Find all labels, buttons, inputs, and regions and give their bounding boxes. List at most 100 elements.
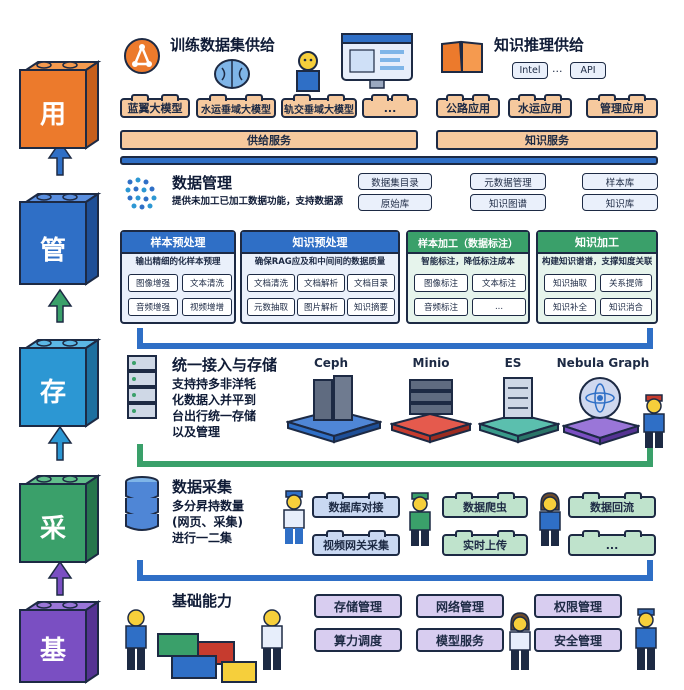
stack-block-collect: 采	[16, 470, 102, 566]
panel-sample-process-desc: 智能标注，降低标注成本	[421, 257, 515, 267]
storage-desc-line-2: 化数据入并平到	[172, 393, 257, 407]
cell-doc-clean: 文档清洗	[247, 274, 295, 292]
supply-item-guijiao: 轨交垂域大模型	[281, 94, 357, 118]
panel-knowledge-process-title: 知识加工	[538, 232, 656, 254]
tag-raw-lib: 原始库	[358, 194, 432, 211]
base-security-mgmt: 安全管理	[534, 628, 622, 652]
panel-knowledge-process: 知识加工 构建知识谱谱，支撑知度关联 知识抽取 关系提筛 知识补全 知识消合	[536, 230, 658, 324]
up-arrow-icon	[47, 425, 73, 461]
storage-title: 统一接入与存储	[172, 356, 278, 374]
base-storage-mgmt: 存储管理	[314, 594, 402, 618]
tag-knowledge-graph: 知识图谱	[470, 194, 546, 211]
brain-icon	[212, 56, 252, 92]
storage-label-minio: Minio	[412, 356, 450, 370]
stack-label-store: 存	[39, 378, 66, 408]
knowledge-service-bar: 知识服务	[436, 130, 658, 150]
cell-knowledge-summary: 知识摘要	[347, 298, 395, 316]
stack-label-collect: 采	[39, 514, 66, 544]
collect-data-backflow: 数据回流	[568, 492, 656, 518]
stack-connectors	[47, 140, 73, 596]
base-title: 基础能力	[172, 592, 233, 610]
api-ellipsis: ...	[552, 62, 563, 75]
supply-item-lanyi: 蓝翼大模型	[120, 94, 190, 118]
nebula-graph-icon	[560, 374, 642, 446]
dots-globe-icon	[122, 174, 162, 212]
cell-audio-enhance: 音频增强	[128, 298, 178, 316]
lego-worker-icon	[406, 492, 434, 548]
panel-sample-process-title: 样本加工（数据标注）	[408, 232, 528, 254]
knowledge-supply-title: 知识推理供给	[494, 36, 585, 54]
up-arrow-icon	[47, 288, 73, 323]
network-icon	[124, 38, 160, 74]
stack-label-manage: 管	[39, 236, 66, 266]
storage-collection-connector	[137, 444, 653, 467]
cell-meta-extract: 元数抽取	[247, 298, 295, 316]
tag-knowledge-lib: 知识库	[582, 194, 658, 211]
cell-video-enhance: 视频增增	[182, 298, 232, 316]
collect-crawler: 数据爬虫	[442, 492, 528, 518]
management-desc: 提供未加工已加工数据功能，支持数据源	[172, 196, 344, 207]
stack-block-use: 用	[16, 56, 102, 152]
ceph-server-icon	[284, 374, 384, 444]
tag-metadata: 元数据管理	[470, 173, 546, 190]
storage-desc-line-3: 台出行统一存储	[172, 409, 257, 423]
storage-label-es: ES	[504, 356, 522, 370]
stack-label-base: 基	[39, 636, 66, 666]
cell-knowledge-merge: 知识消合	[600, 298, 652, 316]
up-arrow-icon	[47, 140, 73, 176]
base-permission-mgmt: 权限管理	[534, 594, 622, 618]
storage-desc-line-4: 以及管理	[172, 425, 221, 439]
cell-image-parse: 图片解析	[297, 298, 345, 316]
lego-worker-icon	[506, 612, 534, 672]
monitor-icon	[340, 32, 414, 90]
base-network-mgmt: 网络管理	[416, 594, 504, 618]
es-server-icon	[476, 374, 562, 444]
minio-server-icon	[388, 374, 474, 444]
stack-block-base: 基	[16, 596, 102, 686]
training-supply-title: 训练数据集供给	[170, 36, 276, 54]
cell-knowledge-complete: 知识补全	[544, 298, 596, 316]
panel-sample-preprocess: 样本预处理 输出精细的化样本预理 图像增强 文本清洗 音频增强 视频增增	[120, 230, 236, 324]
lego-worker-icon	[290, 50, 326, 94]
storage-desc-line-1: 支持持多非洋牦	[172, 377, 257, 391]
tag-dataset-catalog: 数据集目录	[358, 173, 432, 190]
collect-more: ...	[568, 530, 656, 556]
lego-worker-icon	[536, 492, 564, 548]
cell-text-clean: 文本清洗	[182, 274, 232, 292]
panel-knowledge-preprocess: 知识预处理 确保RAG应及和中间间的数据质量 文档清洗 文档解析 文档目录 元数…	[240, 230, 400, 324]
cell-text-label: 文本标注	[472, 274, 526, 292]
collection-desc-line-3: 进行一二集	[172, 531, 233, 545]
cell-image-enhance: 图像增强	[128, 274, 178, 292]
tag-sample-lib: 样本库	[582, 173, 658, 190]
supply-item-more: ...	[362, 94, 418, 118]
cell-image-label: 图像标注	[414, 274, 468, 292]
supply-service-bar: 供给服务	[120, 130, 418, 150]
cell-knowledge-extract: 知识抽取	[544, 274, 596, 292]
lego-bricks-pile-icon	[122, 604, 292, 686]
base-model-service: 模型服务	[416, 628, 504, 652]
book-icon	[438, 38, 486, 76]
stack-block-manage: 管	[16, 188, 102, 288]
lego-worker-icon	[632, 608, 660, 672]
knowledge-item-guanli: 管理应用	[586, 94, 658, 118]
collection-desc-line-2: (网页、采集)	[172, 515, 243, 529]
base-compute-schedule: 算力调度	[314, 628, 402, 652]
storage-label-ceph: Ceph	[313, 356, 349, 370]
panel-knowledge-preprocess-desc: 确保RAG应及和中间间的数据质量	[254, 257, 386, 267]
api-intel-tag: Intel	[512, 62, 548, 79]
collection-desc-line-1: 多分昇持数量	[172, 499, 245, 513]
storage-label-nebula: Nebula Graph	[556, 356, 650, 370]
panel-sample-process: 样本加工（数据标注） 智能标注，降低标注成本 图像标注 文本标注 音频标注 ..…	[406, 230, 530, 324]
panel-knowledge-process-desc: 构建知识谱谱，支撑知度关联	[542, 257, 652, 267]
collection-title: 数据采集	[172, 478, 233, 496]
panel-knowledge-preprocess-title: 知识预处理	[242, 232, 398, 254]
collect-db-connect: 数据库对接	[312, 492, 400, 518]
stack-label-use: 用	[39, 100, 66, 130]
cell-audio-label: 音频标注	[414, 298, 468, 316]
cell-doc-parse: 文档解析	[297, 274, 345, 292]
knowledge-item-shuiyun: 水运应用	[508, 94, 572, 118]
panel-sample-preprocess-desc: 输出精细的化样本预理	[135, 257, 221, 267]
api-tag: API	[570, 62, 606, 79]
database-icon	[122, 474, 162, 534]
layer-divider-bar	[120, 156, 658, 165]
